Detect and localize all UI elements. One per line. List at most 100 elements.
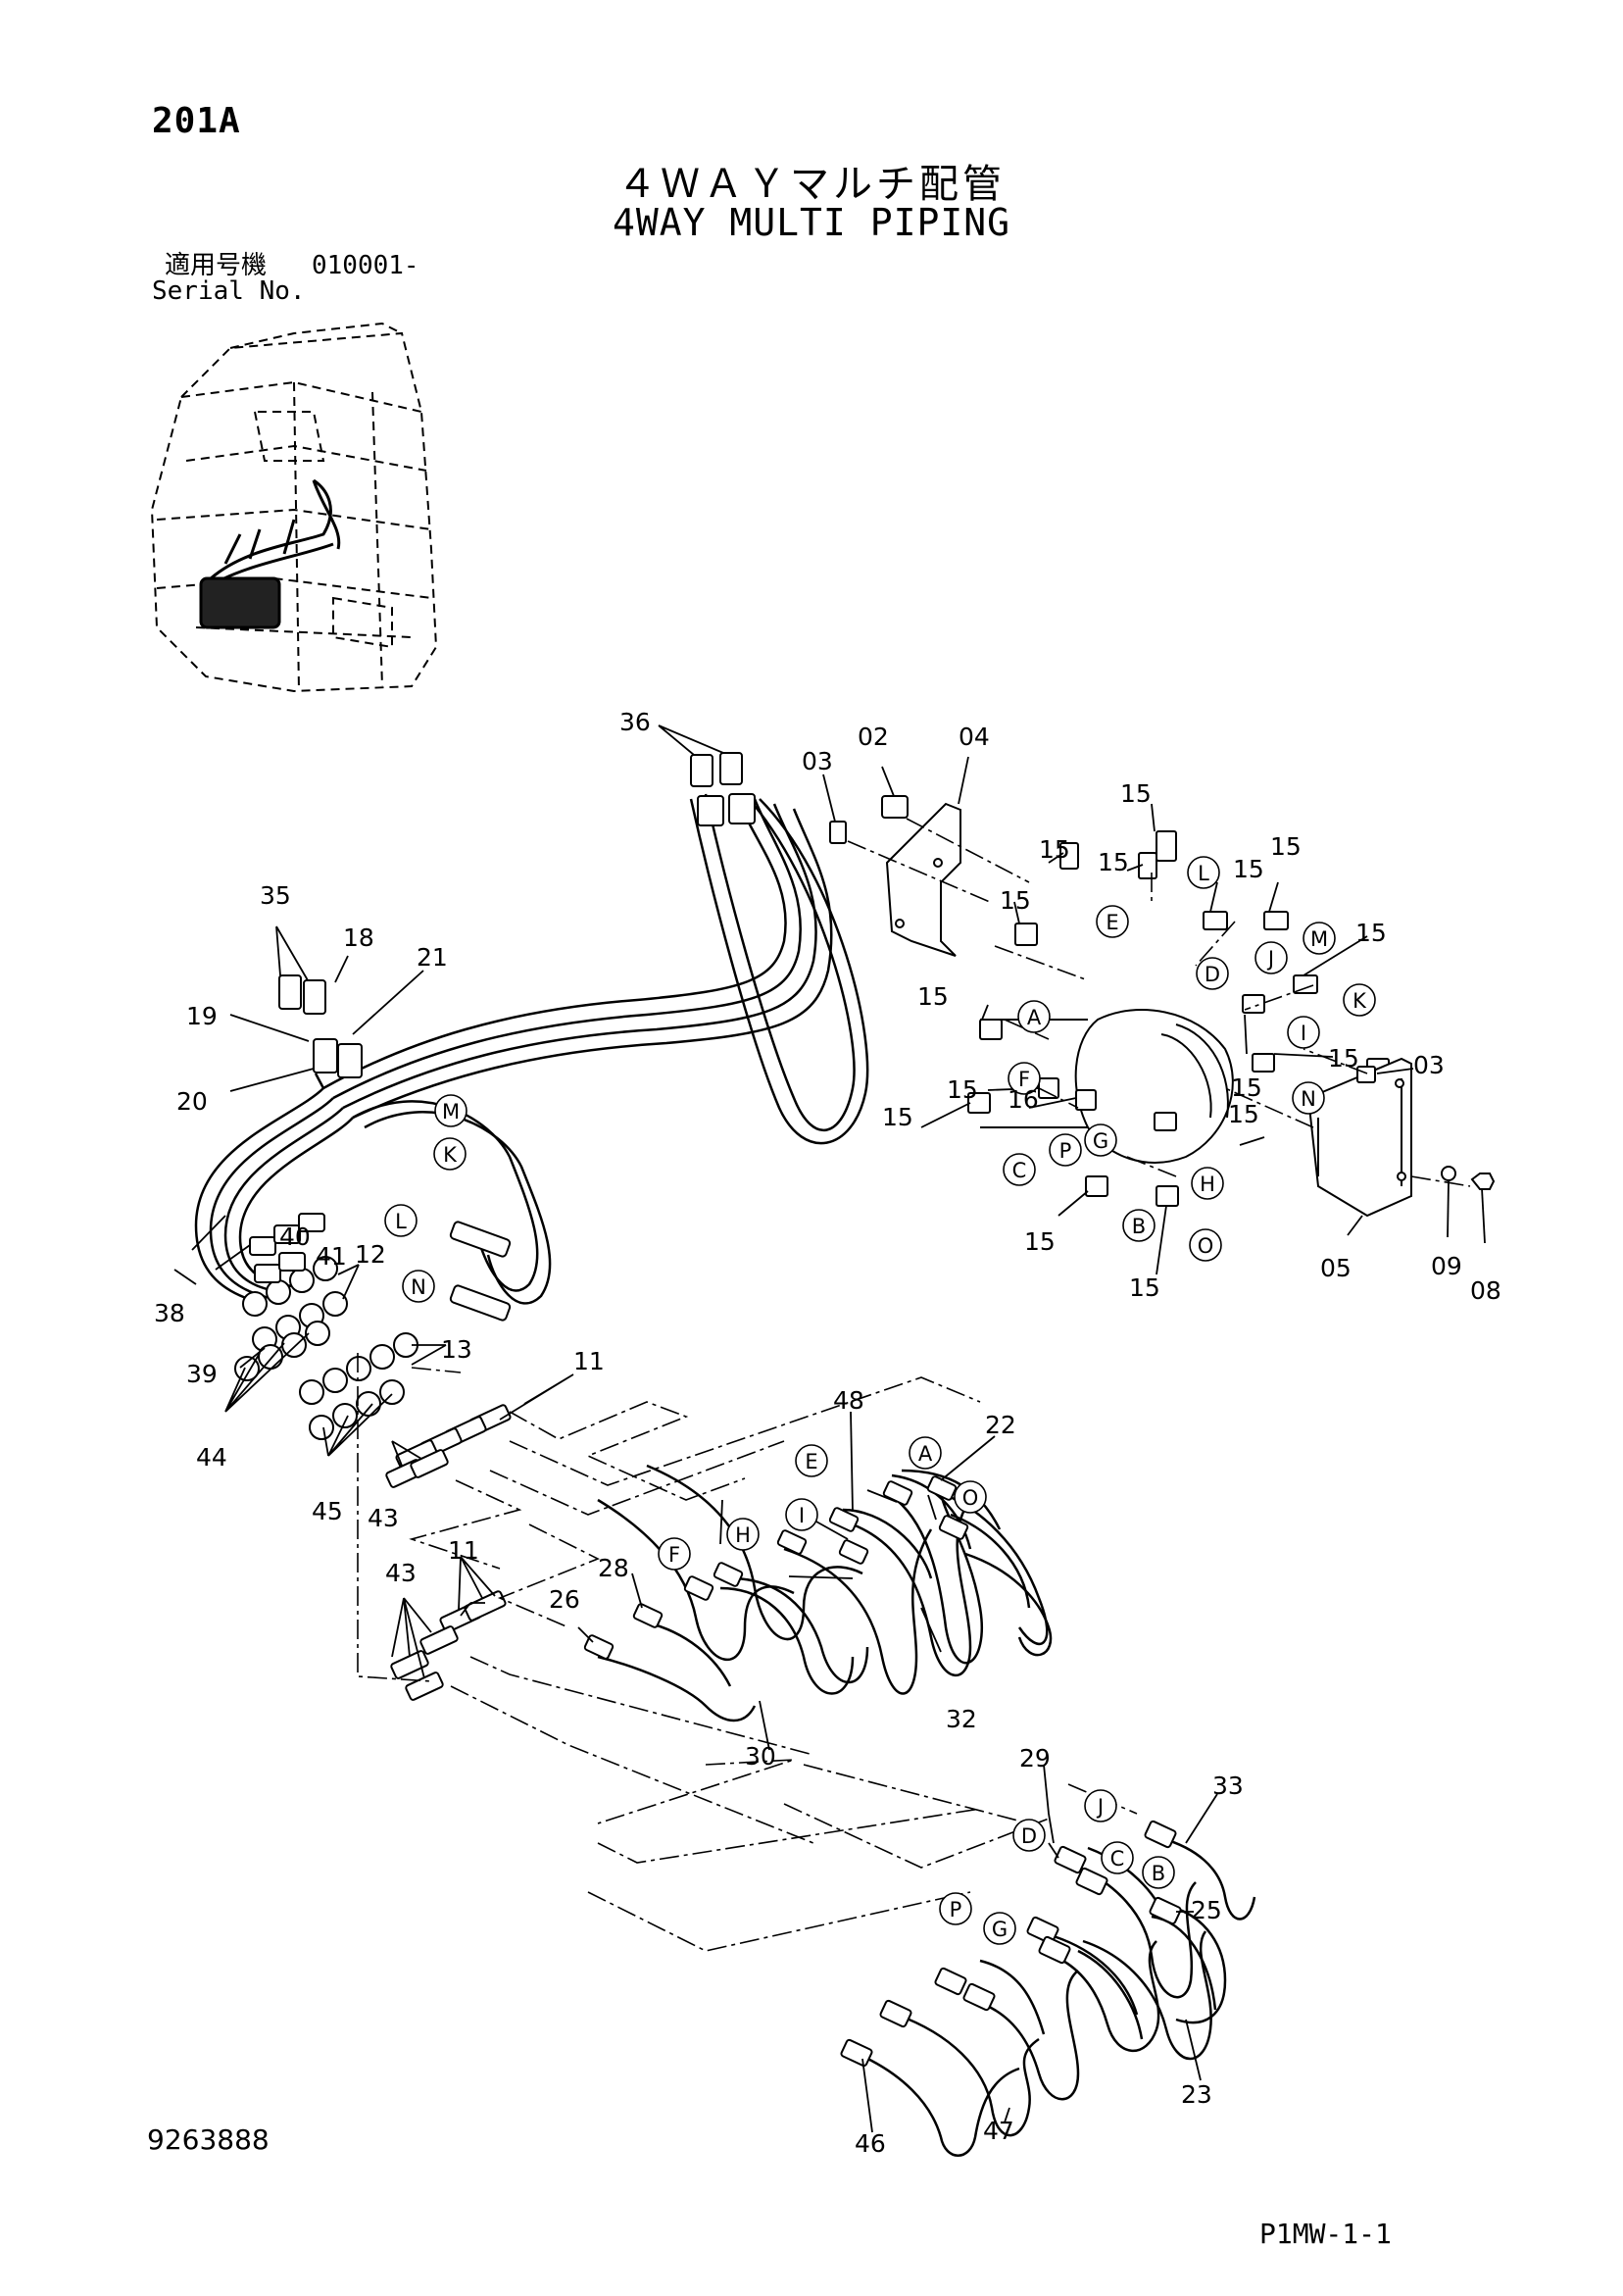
port-callout-f-middle: F [658,1537,691,1571]
part-label-41: 41 [316,1242,347,1271]
part-label-48: 48 [833,1386,864,1415]
port-callout-e-manifold: E [1096,905,1129,938]
part-label-23: 23 [1181,2080,1212,2109]
part-label-15-c: 15 [1098,848,1129,876]
svg-text:H: H [735,1523,751,1547]
port-callouts: A B C D E F G H I J K L M N O P M K L N … [384,856,1376,1945]
svg-text:P: P [1059,1139,1072,1163]
part-label-15-k: 15 [947,1075,978,1104]
middle-pipe-fittings [583,1475,969,1660]
svg-text:I: I [1301,1022,1306,1045]
svg-text:L: L [1198,862,1209,885]
part-label-25: 25 [1191,1896,1222,1924]
port-callout-h-middle: H [726,1518,760,1551]
svg-text:J: J [1096,1795,1104,1819]
part-label-44: 44 [196,1443,227,1472]
part-label-46: 46 [855,2129,886,2158]
part-label-15-f: 15 [1000,886,1031,915]
port-callout-p-lower: P [939,1892,972,1925]
port-callout-o-manifold: O [1189,1228,1222,1262]
svg-text:M: M [442,1100,460,1123]
lower-pipe-group [857,1836,1256,2157]
port-callout-m-bundle: M [434,1094,467,1127]
part-label-05: 05 [1320,1254,1352,1282]
svg-text:B: B [1132,1215,1146,1238]
distribution-fittings [234,1213,512,1701]
part-label-15-d: 15 [1233,855,1264,883]
part-label-18: 18 [343,923,374,952]
manifold-ports [967,830,1390,1207]
svg-text:E: E [805,1450,817,1473]
svg-text:P: P [950,1898,962,1922]
part-label-13: 13 [441,1335,472,1364]
serial-value: 010001- [312,251,419,280]
part-label-03-top: 03 [802,747,833,775]
svg-text:F: F [1018,1068,1030,1091]
port-callout-l-bundle: L [384,1204,418,1237]
part-label-43-top: 43 [368,1504,399,1532]
port-callout-n-bundle: N [402,1270,435,1303]
svg-text:H: H [1200,1173,1215,1196]
port-callout-l-manifold: L [1187,856,1220,889]
svg-text:G: G [992,1918,1008,1941]
port-callout-h-manifold: H [1191,1167,1224,1200]
part-label-29: 29 [1019,1744,1051,1772]
lower-pipe-fittings [840,1820,1182,2068]
machine-overview-sketch [150,322,438,693]
part-label-15-e: 15 [1270,832,1302,861]
part-label-15-i: 15 [1328,1044,1359,1073]
part-label-02: 02 [858,723,889,751]
part-label-21: 21 [417,943,448,972]
port-callout-a-manifold: A [1017,1000,1051,1033]
part-label-32: 32 [946,1705,977,1733]
svg-text:O: O [962,1486,979,1510]
part-number-labels: 36 03 02 04 15 15 15 15 15 15 15 15 15 0… [154,708,1501,2158]
page-code: P1MW-1-1 [1259,2218,1392,2250]
port-callout-m-manifold: M [1303,922,1336,955]
part-label-12: 12 [355,1240,386,1269]
part-label-08: 08 [1470,1276,1501,1305]
title-japanese: ４ＷＡＹマルチ配管 [617,162,1006,207]
part-label-16: 16 [1008,1085,1039,1114]
port-callout-e-middle: E [795,1444,828,1477]
svg-text:E: E [1106,911,1118,934]
part-label-20: 20 [176,1087,208,1116]
part-label-15-a: 15 [1120,779,1152,808]
port-callout-k-bundle: K [433,1137,467,1171]
svg-text:K: K [1352,989,1367,1013]
port-callout-c-lower: C [1101,1841,1134,1874]
part-label-30: 30 [745,1742,776,1771]
part-label-15-b: 15 [1039,835,1070,864]
bracket-05 [1306,1057,1412,1218]
part-label-15-h: 15 [917,982,949,1011]
part-label-15-m: 15 [1228,1100,1259,1128]
part-label-15-l: 15 [882,1103,913,1131]
part-label-15-o: 15 [1129,1273,1160,1302]
port-callout-b-lower: B [1142,1856,1175,1889]
svg-text:O: O [1198,1234,1214,1258]
svg-text:M: M [1310,927,1328,951]
svg-text:G: G [1093,1129,1108,1153]
port-callout-g-manifold: G [1084,1123,1117,1157]
port-callout-d-lower: D [1012,1819,1046,1852]
svg-text:K: K [443,1143,458,1167]
connection-lines-upper [847,818,1471,1187]
port-callout-d-manifold: D [1196,957,1229,990]
part-label-38: 38 [154,1299,185,1327]
svg-text:A: A [918,1442,933,1466]
part-label-15-n: 15 [1024,1227,1056,1256]
part-label-43-bottom: 43 [385,1559,417,1587]
part-label-45: 45 [312,1497,343,1525]
port-callout-c-manifold: C [1003,1153,1036,1186]
connection-lines-lower [357,1353,1138,1952]
svg-text:D: D [1205,963,1220,986]
part-label-28: 28 [598,1554,629,1582]
part-label-03-right: 03 [1413,1051,1445,1079]
svg-text:N: N [1301,1087,1316,1111]
part-label-33: 33 [1212,1772,1244,1800]
port-callout-b-manifold: B [1122,1209,1156,1242]
port-callout-p-manifold: P [1049,1133,1082,1167]
svg-text:A: A [1027,1006,1042,1029]
part-label-40: 40 [279,1223,311,1251]
part-label-15-j: 15 [1231,1073,1262,1102]
